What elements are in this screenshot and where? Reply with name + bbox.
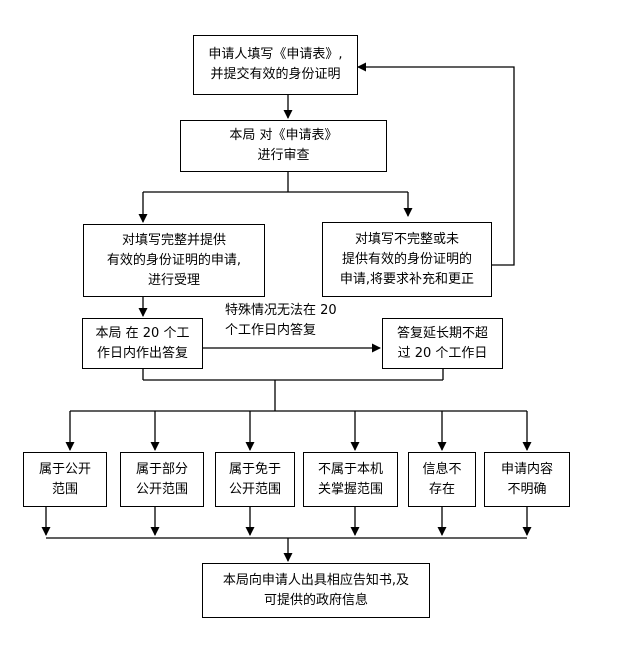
- node-exempt-label: 属于免于 公开范围: [228, 461, 281, 497]
- node-extend-label: 答复延长期不超 过 20 个工作日: [396, 325, 488, 361]
- node-unclear: 申请内容 不明确: [484, 452, 570, 507]
- node-extend: 答复延长期不超 过 20 个工作日: [382, 318, 503, 369]
- node-supplement-label: 对填写不完整或未 提供有效的身份证明的 申请,将要求补充和更正: [339, 231, 475, 287]
- node-exempt: 属于免于 公开范围: [215, 452, 295, 507]
- node-unclear-label: 申请内容 不明确: [500, 461, 553, 497]
- node-notice-label: 本局向申请人出具相应告知书,及 可提供的政府信息: [222, 572, 410, 608]
- node-apply: 申请人填写《申请表》, 并提交有效的身份证明: [193, 35, 358, 95]
- node-review: 本局 对《申请表》 进行审查: [180, 120, 387, 172]
- node-public-label: 属于公开 范围: [38, 461, 91, 497]
- node-not-ours: 不属于本机 关掌握范围: [303, 452, 398, 507]
- node-notice: 本局向申请人出具相应告知书,及 可提供的政府信息: [202, 563, 430, 618]
- node-accept: 对填写完整并提供 有效的身份证明的申请, 进行受理: [83, 224, 265, 297]
- node-partial: 属于部分 公开范围: [120, 452, 204, 507]
- node-public: 属于公开 范围: [23, 452, 107, 507]
- node-not-exist: 信息不 存在: [408, 452, 476, 507]
- arrow-supplement-back-to-apply: [357, 62, 515, 266]
- node-reply-label: 本局 在 20 个工 作日内作出答复: [95, 325, 190, 361]
- node-review-label: 本局 对《申请表》 进行审查: [229, 128, 338, 163]
- node-not-exist-label: 信息不 存在: [422, 461, 462, 497]
- node-apply-label: 申请人填写《申请表》, 并提交有效的身份证明: [208, 47, 343, 82]
- node-not-ours-label: 不属于本机 关掌握范围: [317, 461, 383, 497]
- node-partial-label: 属于部分 公开范围: [135, 461, 188, 497]
- annotation-special-case: 特殊情况无法在 20 个工作日内答复: [225, 303, 337, 338]
- node-reply: 本局 在 20 个工 作日内作出答复: [82, 318, 203, 369]
- node-supplement: 对填写不完整或未 提供有效的身份证明的 申请,将要求补充和更正: [322, 222, 492, 297]
- node-accept-label: 对填写完整并提供 有效的身份证明的申请, 进行受理: [106, 232, 242, 288]
